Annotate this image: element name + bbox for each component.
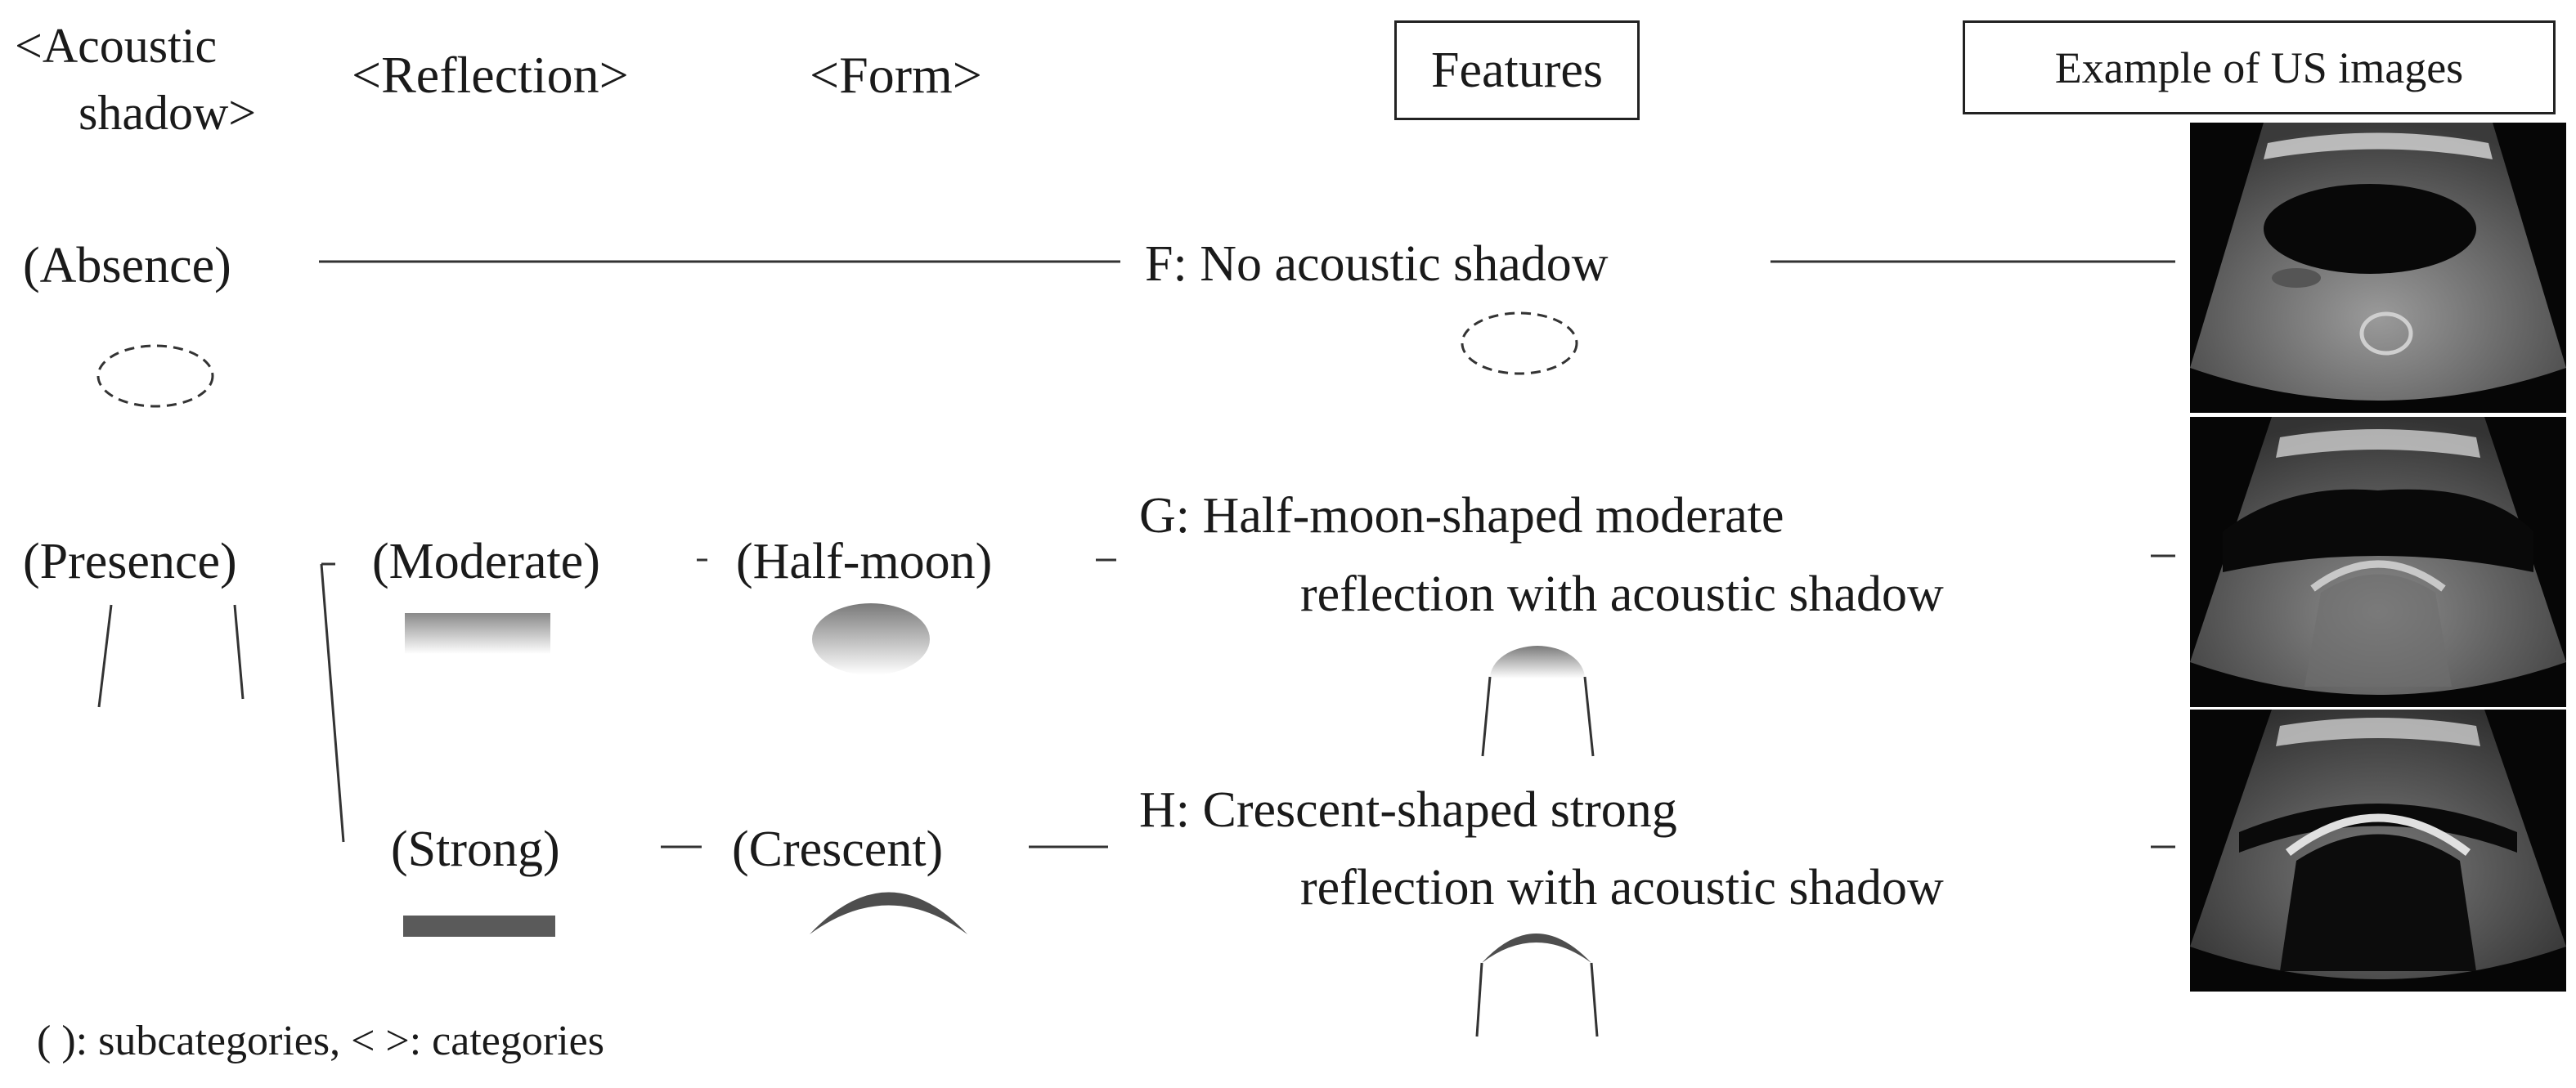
moderate-gradient-bar — [405, 613, 550, 654]
crescent-shape — [810, 892, 967, 934]
feature-h-line1: H: Crescent-shaped strong — [1139, 782, 1677, 838]
feature-f: F: No acoustic shadow — [1145, 236, 1609, 292]
header-examples-box: Example of US images — [1963, 20, 2556, 114]
presence-leg-right — [233, 604, 245, 700]
legend: ( ): subcategories, < >: categories — [37, 1018, 604, 1064]
feature-h-line2: reflection with acoustic shadow — [1300, 860, 1944, 916]
label-presence: (Presence) — [23, 534, 237, 589]
absence-dashed-ellipse — [96, 344, 214, 408]
header-reflection: <Reflection> — [352, 46, 629, 104]
g-feature-icon — [1481, 646, 1595, 757]
label-half-moon: (Half-moon) — [736, 534, 993, 589]
presence-leg-left — [97, 604, 113, 708]
label-crescent: (Crescent) — [732, 822, 944, 877]
f-dashed-ellipse — [1461, 311, 1578, 375]
feature-g-line1: G: Half-moon-shaped moderate — [1139, 488, 1784, 544]
presence-branch-stem — [320, 563, 345, 843]
label-absence: (Absence) — [23, 238, 231, 293]
header-acoustic-shadow-line1: <Acoustic — [15, 19, 218, 73]
halfmoon-shape — [812, 603, 930, 675]
header-acoustic-shadow-line2: shadow> — [79, 86, 257, 140]
label-strong: (Strong) — [391, 822, 560, 877]
h-feature-icon — [1475, 934, 1599, 1037]
us-image-g — [2190, 417, 2566, 707]
header-form: <Form> — [810, 46, 982, 104]
feature-g-line2: reflection with acoustic shadow — [1300, 566, 1944, 622]
us-image-h — [2190, 710, 2566, 992]
us-image-f — [2190, 123, 2566, 413]
strong-dark-bar — [403, 916, 555, 937]
header-features-box: Features — [1394, 20, 1640, 120]
label-moderate: (Moderate) — [372, 534, 600, 589]
